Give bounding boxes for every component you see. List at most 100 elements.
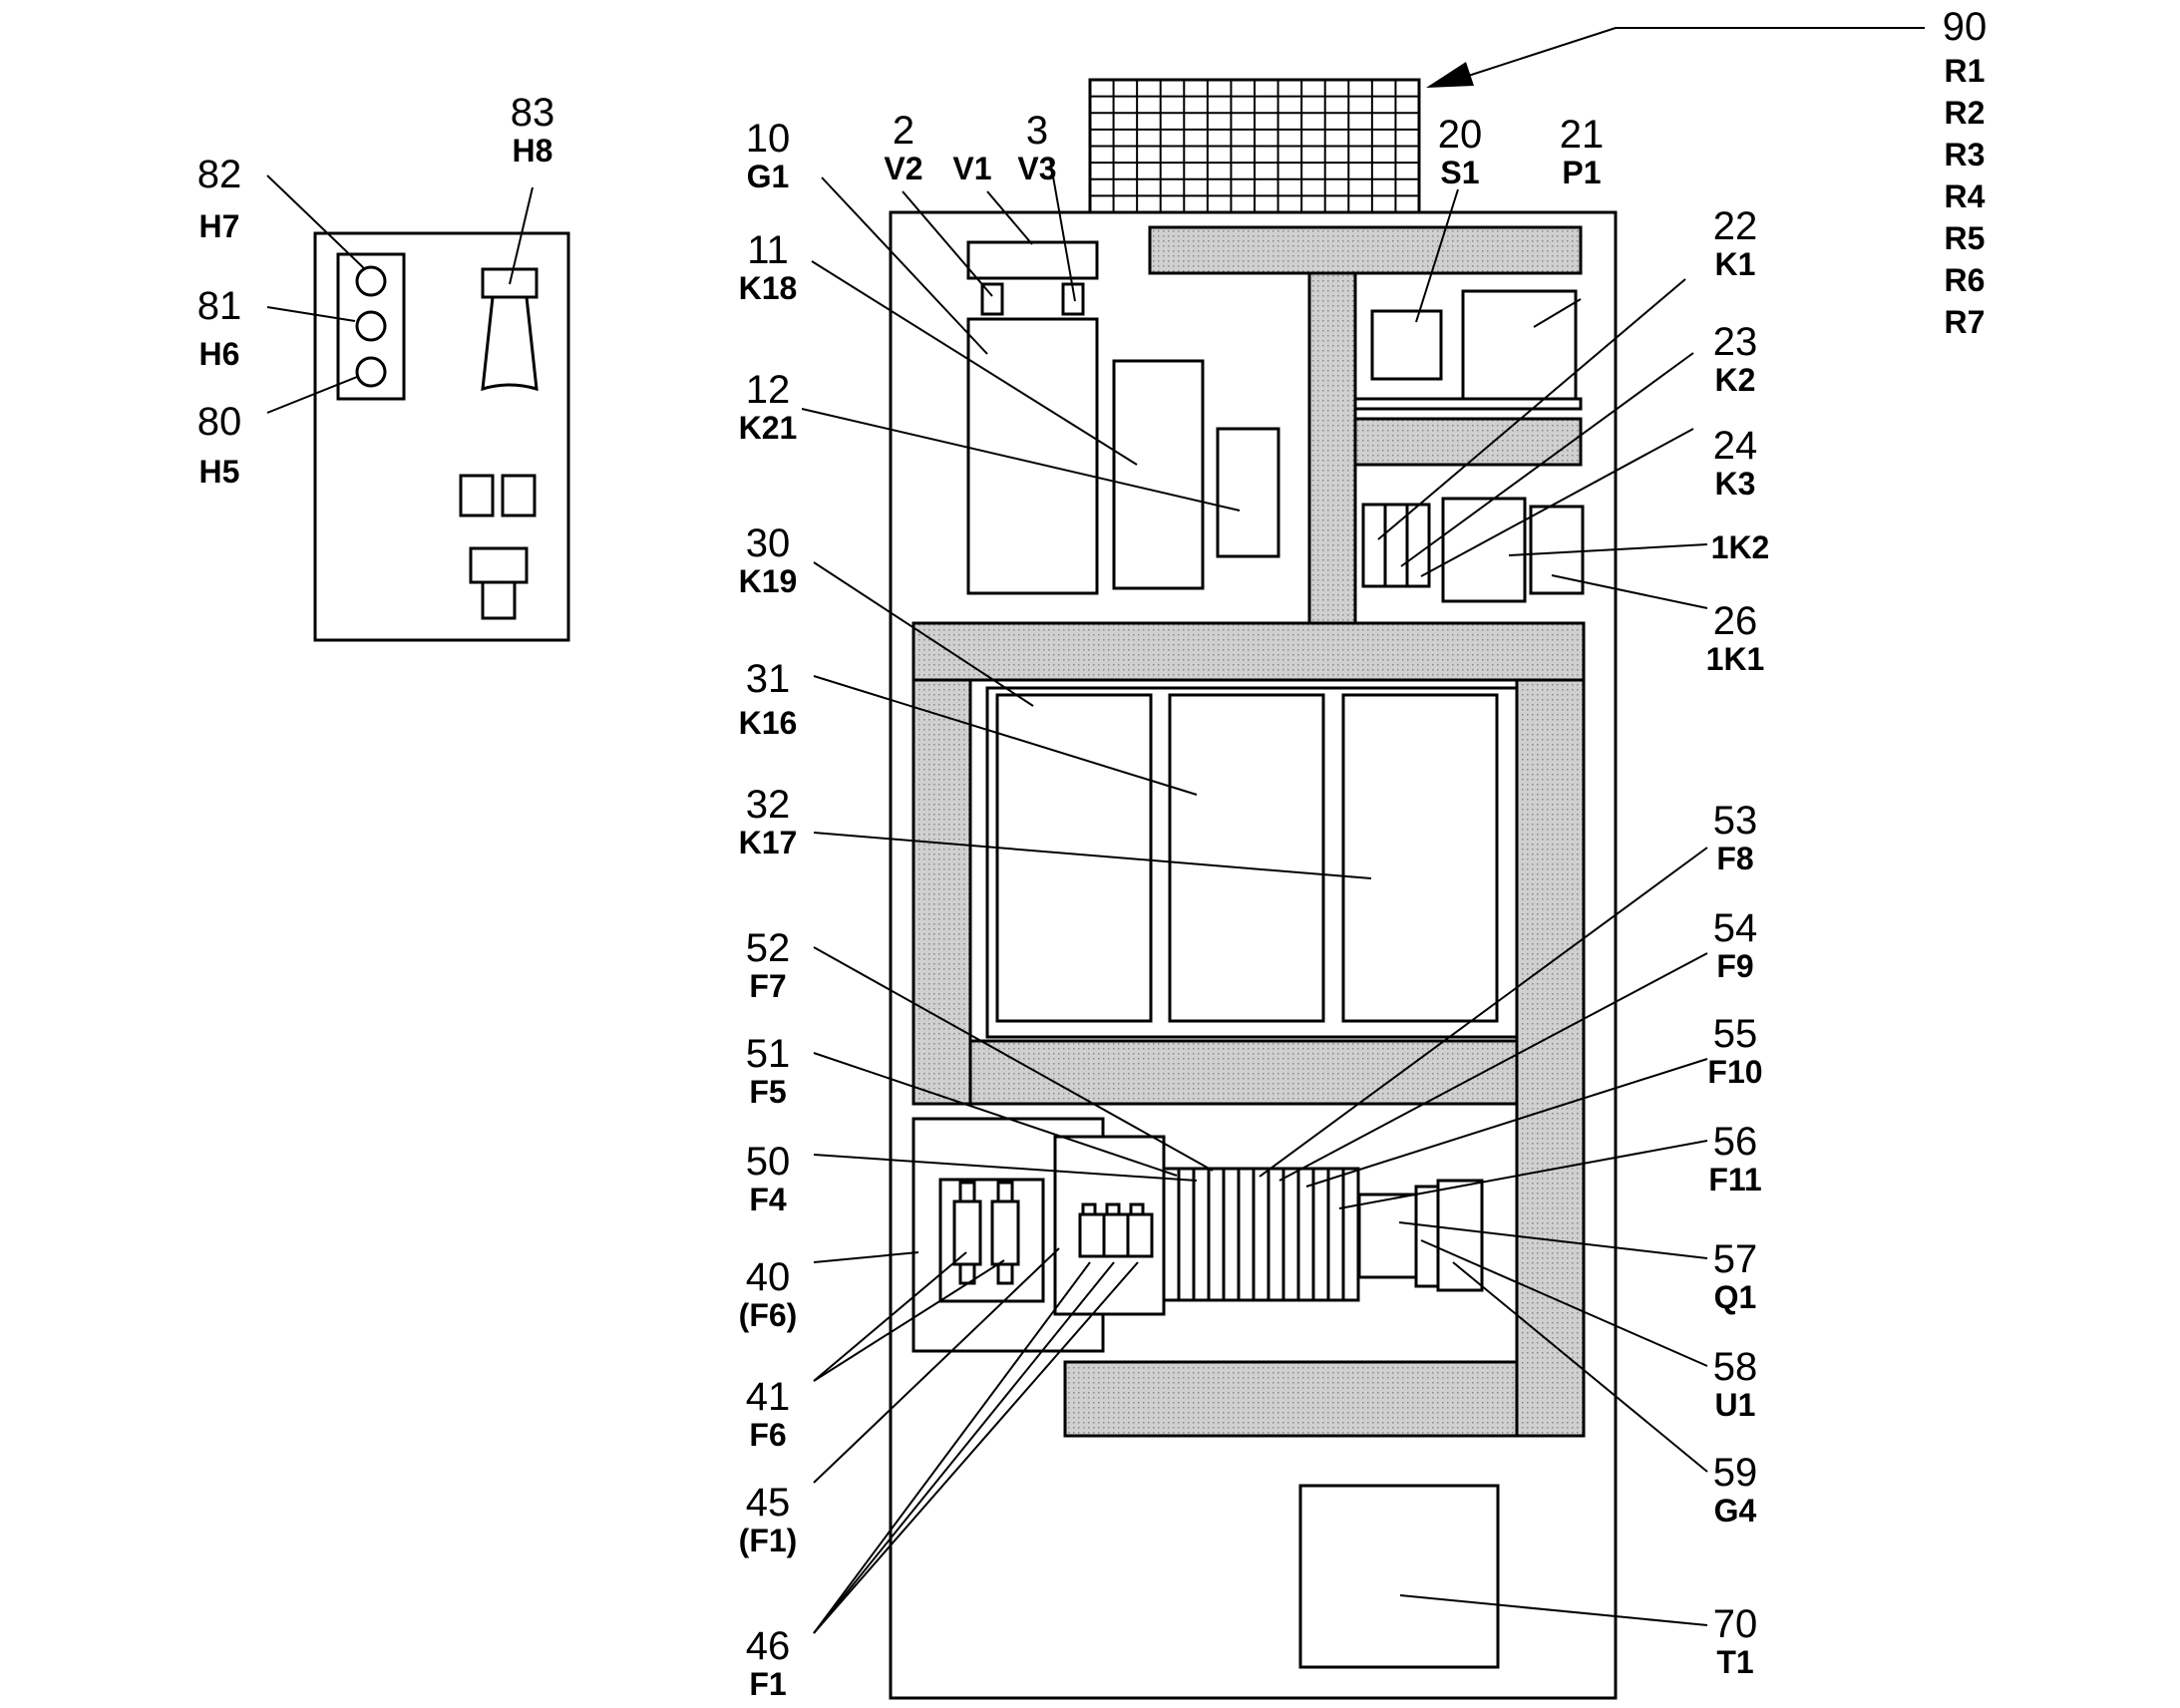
callout-number: 54 bbox=[1713, 906, 1758, 950]
callout-code: F9 bbox=[1716, 948, 1753, 984]
callout-code: R2 bbox=[1945, 95, 1986, 131]
callout-number: 26 bbox=[1713, 599, 1758, 643]
callout-number: 41 bbox=[746, 1375, 791, 1419]
callout-code: F7 bbox=[749, 968, 786, 1004]
callout-code: F10 bbox=[1707, 1054, 1762, 1090]
callout-90-arrow bbox=[1426, 27, 1925, 88]
callout-code: K21 bbox=[739, 410, 798, 446]
callout-code: P1 bbox=[1562, 155, 1601, 190]
callout-2: 2V2 bbox=[884, 109, 922, 186]
callout-number: 32 bbox=[746, 783, 791, 827]
callout-number: 52 bbox=[746, 926, 791, 970]
callout-number: 59 bbox=[1713, 1451, 1758, 1495]
callout-code: K18 bbox=[739, 270, 798, 306]
callout-code: K19 bbox=[739, 563, 798, 599]
callout-number: 10 bbox=[746, 117, 791, 161]
callout-code: R6 bbox=[1945, 262, 1986, 298]
leader-lines bbox=[266, 159, 1708, 1634]
callout-number: 46 bbox=[746, 1624, 791, 1668]
callout-1k2: 1K2 bbox=[1711, 529, 1770, 565]
callout-number: 23 bbox=[1713, 320, 1758, 364]
callout-code: T1 bbox=[1716, 1644, 1753, 1680]
callout-number: 70 bbox=[1713, 1602, 1758, 1646]
callout-code: F4 bbox=[749, 1182, 787, 1217]
callout-code: F5 bbox=[749, 1074, 786, 1110]
callout-number: 90 bbox=[1943, 5, 1988, 49]
callout-number: 57 bbox=[1713, 1237, 1758, 1281]
callout-code: K2 bbox=[1715, 362, 1756, 398]
callout-number: 40 bbox=[746, 1255, 791, 1299]
callout-code: 1K1 bbox=[1706, 641, 1765, 677]
callout-number: 55 bbox=[1713, 1012, 1758, 1056]
callout-code: K16 bbox=[739, 705, 798, 741]
callout-code: R4 bbox=[1945, 178, 1986, 214]
callout-number: 12 bbox=[746, 368, 791, 412]
callout-code: K17 bbox=[739, 825, 798, 860]
callout-code: (F1) bbox=[739, 1523, 798, 1558]
callout-code: R3 bbox=[1945, 137, 1986, 172]
callout-40: 40(F6) bbox=[739, 1255, 798, 1333]
callout-code: H5 bbox=[199, 454, 240, 490]
callout-number: 82 bbox=[197, 153, 242, 196]
callout-code: F11 bbox=[1708, 1162, 1761, 1197]
callout-number: 50 bbox=[746, 1140, 791, 1184]
callout-code: S1 bbox=[1440, 155, 1479, 190]
callout-number: 2 bbox=[893, 109, 914, 153]
callout-number: 53 bbox=[1713, 799, 1758, 843]
callout-number: 56 bbox=[1713, 1120, 1758, 1164]
callout-3: 3V3 bbox=[1017, 109, 1056, 186]
callout-code: Q1 bbox=[1714, 1279, 1757, 1315]
callout-code: U1 bbox=[1715, 1387, 1756, 1423]
callout-code: K1 bbox=[1715, 246, 1756, 282]
callout-number: 3 bbox=[1026, 109, 1048, 153]
callout-code: H7 bbox=[199, 208, 240, 244]
callout-number: 30 bbox=[746, 521, 791, 565]
callout-code: R7 bbox=[1945, 304, 1986, 340]
callout-number: 31 bbox=[746, 657, 791, 701]
callout-number: 11 bbox=[747, 228, 789, 272]
callout-code: (F6) bbox=[739, 1297, 798, 1333]
cable-ducts bbox=[911, 225, 1586, 1438]
callout-number: 21 bbox=[1560, 113, 1605, 157]
callout-code: V1 bbox=[952, 151, 991, 186]
callout-code: G4 bbox=[1714, 1493, 1757, 1529]
contactor-block bbox=[985, 686, 1519, 1039]
callout-code: F8 bbox=[1716, 841, 1753, 876]
callout-code: K3 bbox=[1715, 466, 1756, 502]
upper-components bbox=[966, 240, 1585, 603]
callout-number: 22 bbox=[1713, 204, 1758, 248]
callout-45: 45(F1) bbox=[739, 1481, 798, 1558]
callout-code: R1 bbox=[1945, 53, 1986, 89]
callout-number: 80 bbox=[197, 400, 242, 444]
callout-number: 81 bbox=[197, 284, 242, 328]
callout-code: F6 bbox=[749, 1417, 786, 1453]
callout-number: 24 bbox=[1713, 424, 1758, 468]
